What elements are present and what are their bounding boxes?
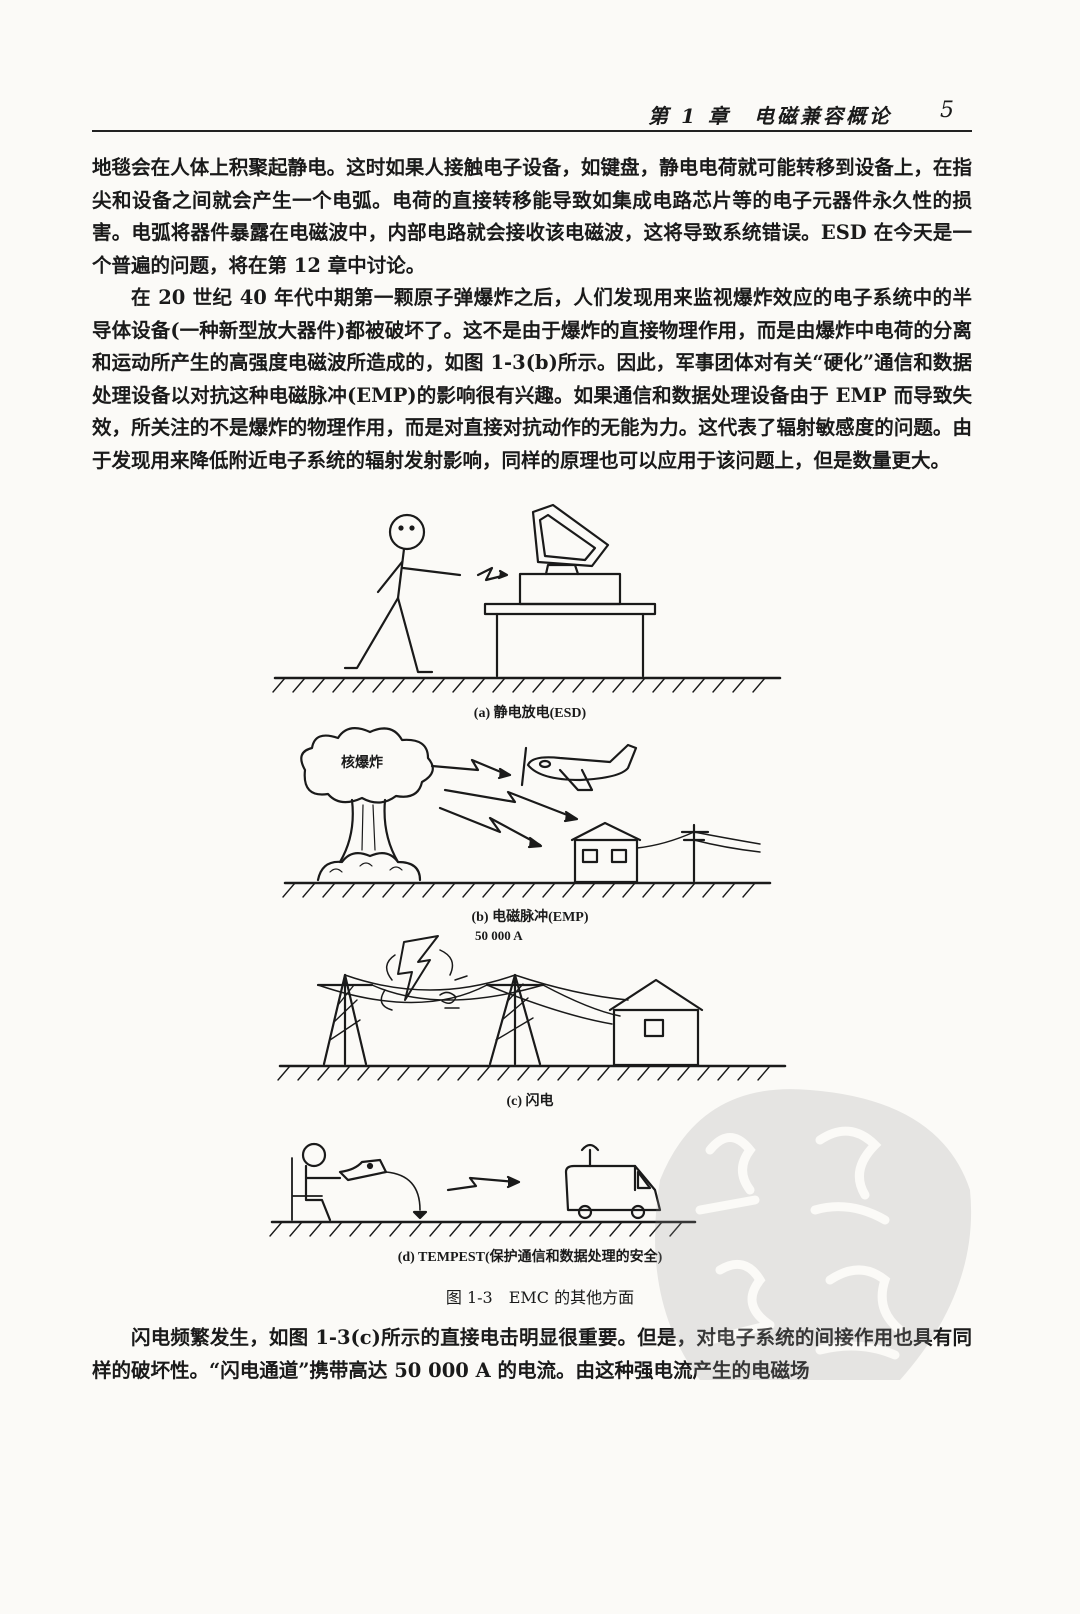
person-icon bbox=[343, 513, 462, 674]
chapter-title: 第 1 章 电磁兼容概论 bbox=[648, 104, 892, 128]
caption-b: (b) 电磁脉冲(EMP) bbox=[471, 910, 589, 925]
panel-emp bbox=[282, 727, 772, 898]
operator-icon bbox=[291, 1142, 428, 1222]
page-number: 5 bbox=[940, 98, 954, 123]
paragraph-emp: 在 20 世纪 40 年代中期第一颗原子弹爆炸之后，人们发现用来监视爆炸效应的电… bbox=[92, 286, 972, 472]
label-current: 50 000 A bbox=[475, 928, 523, 943]
page-header: 第 1 章 电磁兼容概论 5 bbox=[92, 96, 972, 132]
mushroom-cloud-icon bbox=[300, 727, 434, 882]
power-pole-icon bbox=[636, 823, 761, 883]
stamp-watermark bbox=[655, 1089, 972, 1380]
desk-icon bbox=[483, 602, 657, 678]
paragraph-lightning: 闪电频繁发生，如图 1-3(c)所示的直接电击明显很重要。但是，对电子系统的间接… bbox=[92, 1326, 972, 1382]
computer-icon bbox=[518, 503, 622, 606]
emp-wave-arrow-house bbox=[438, 806, 542, 847]
figure-title: 图 1-3 EMC 的其他方面 bbox=[445, 1288, 635, 1307]
surveillance-van-icon bbox=[564, 1143, 662, 1220]
caption-a: (a) 静电放电(ESD) bbox=[473, 706, 587, 721]
paragraph-esd: 地毯会在人体上积聚起静电。这时如果人接触电子设备，如键盘，静电电荷就可能转移到设… bbox=[92, 156, 972, 277]
airplane-icon bbox=[520, 743, 638, 792]
panel-tempest bbox=[269, 1142, 697, 1237]
emp-wave-arrow-line bbox=[443, 788, 577, 820]
caption-c: (c) 闪电 bbox=[506, 1094, 554, 1109]
label-nuclear-explosion: 核爆炸 bbox=[341, 756, 383, 771]
emanation-arrow bbox=[446, 1176, 518, 1192]
spark-icon bbox=[476, 566, 508, 582]
caption-d: (d) TEMPEST(保护通信和数据处理的安全) bbox=[397, 1250, 663, 1265]
panel-lightning bbox=[277, 935, 787, 1081]
lightning-bolt-icon bbox=[380, 935, 468, 1011]
panel-esd bbox=[272, 503, 782, 693]
house-icon bbox=[570, 821, 642, 884]
emp-wave-arrow-plane bbox=[430, 758, 510, 777]
lightning-house-icon bbox=[608, 978, 704, 1067]
